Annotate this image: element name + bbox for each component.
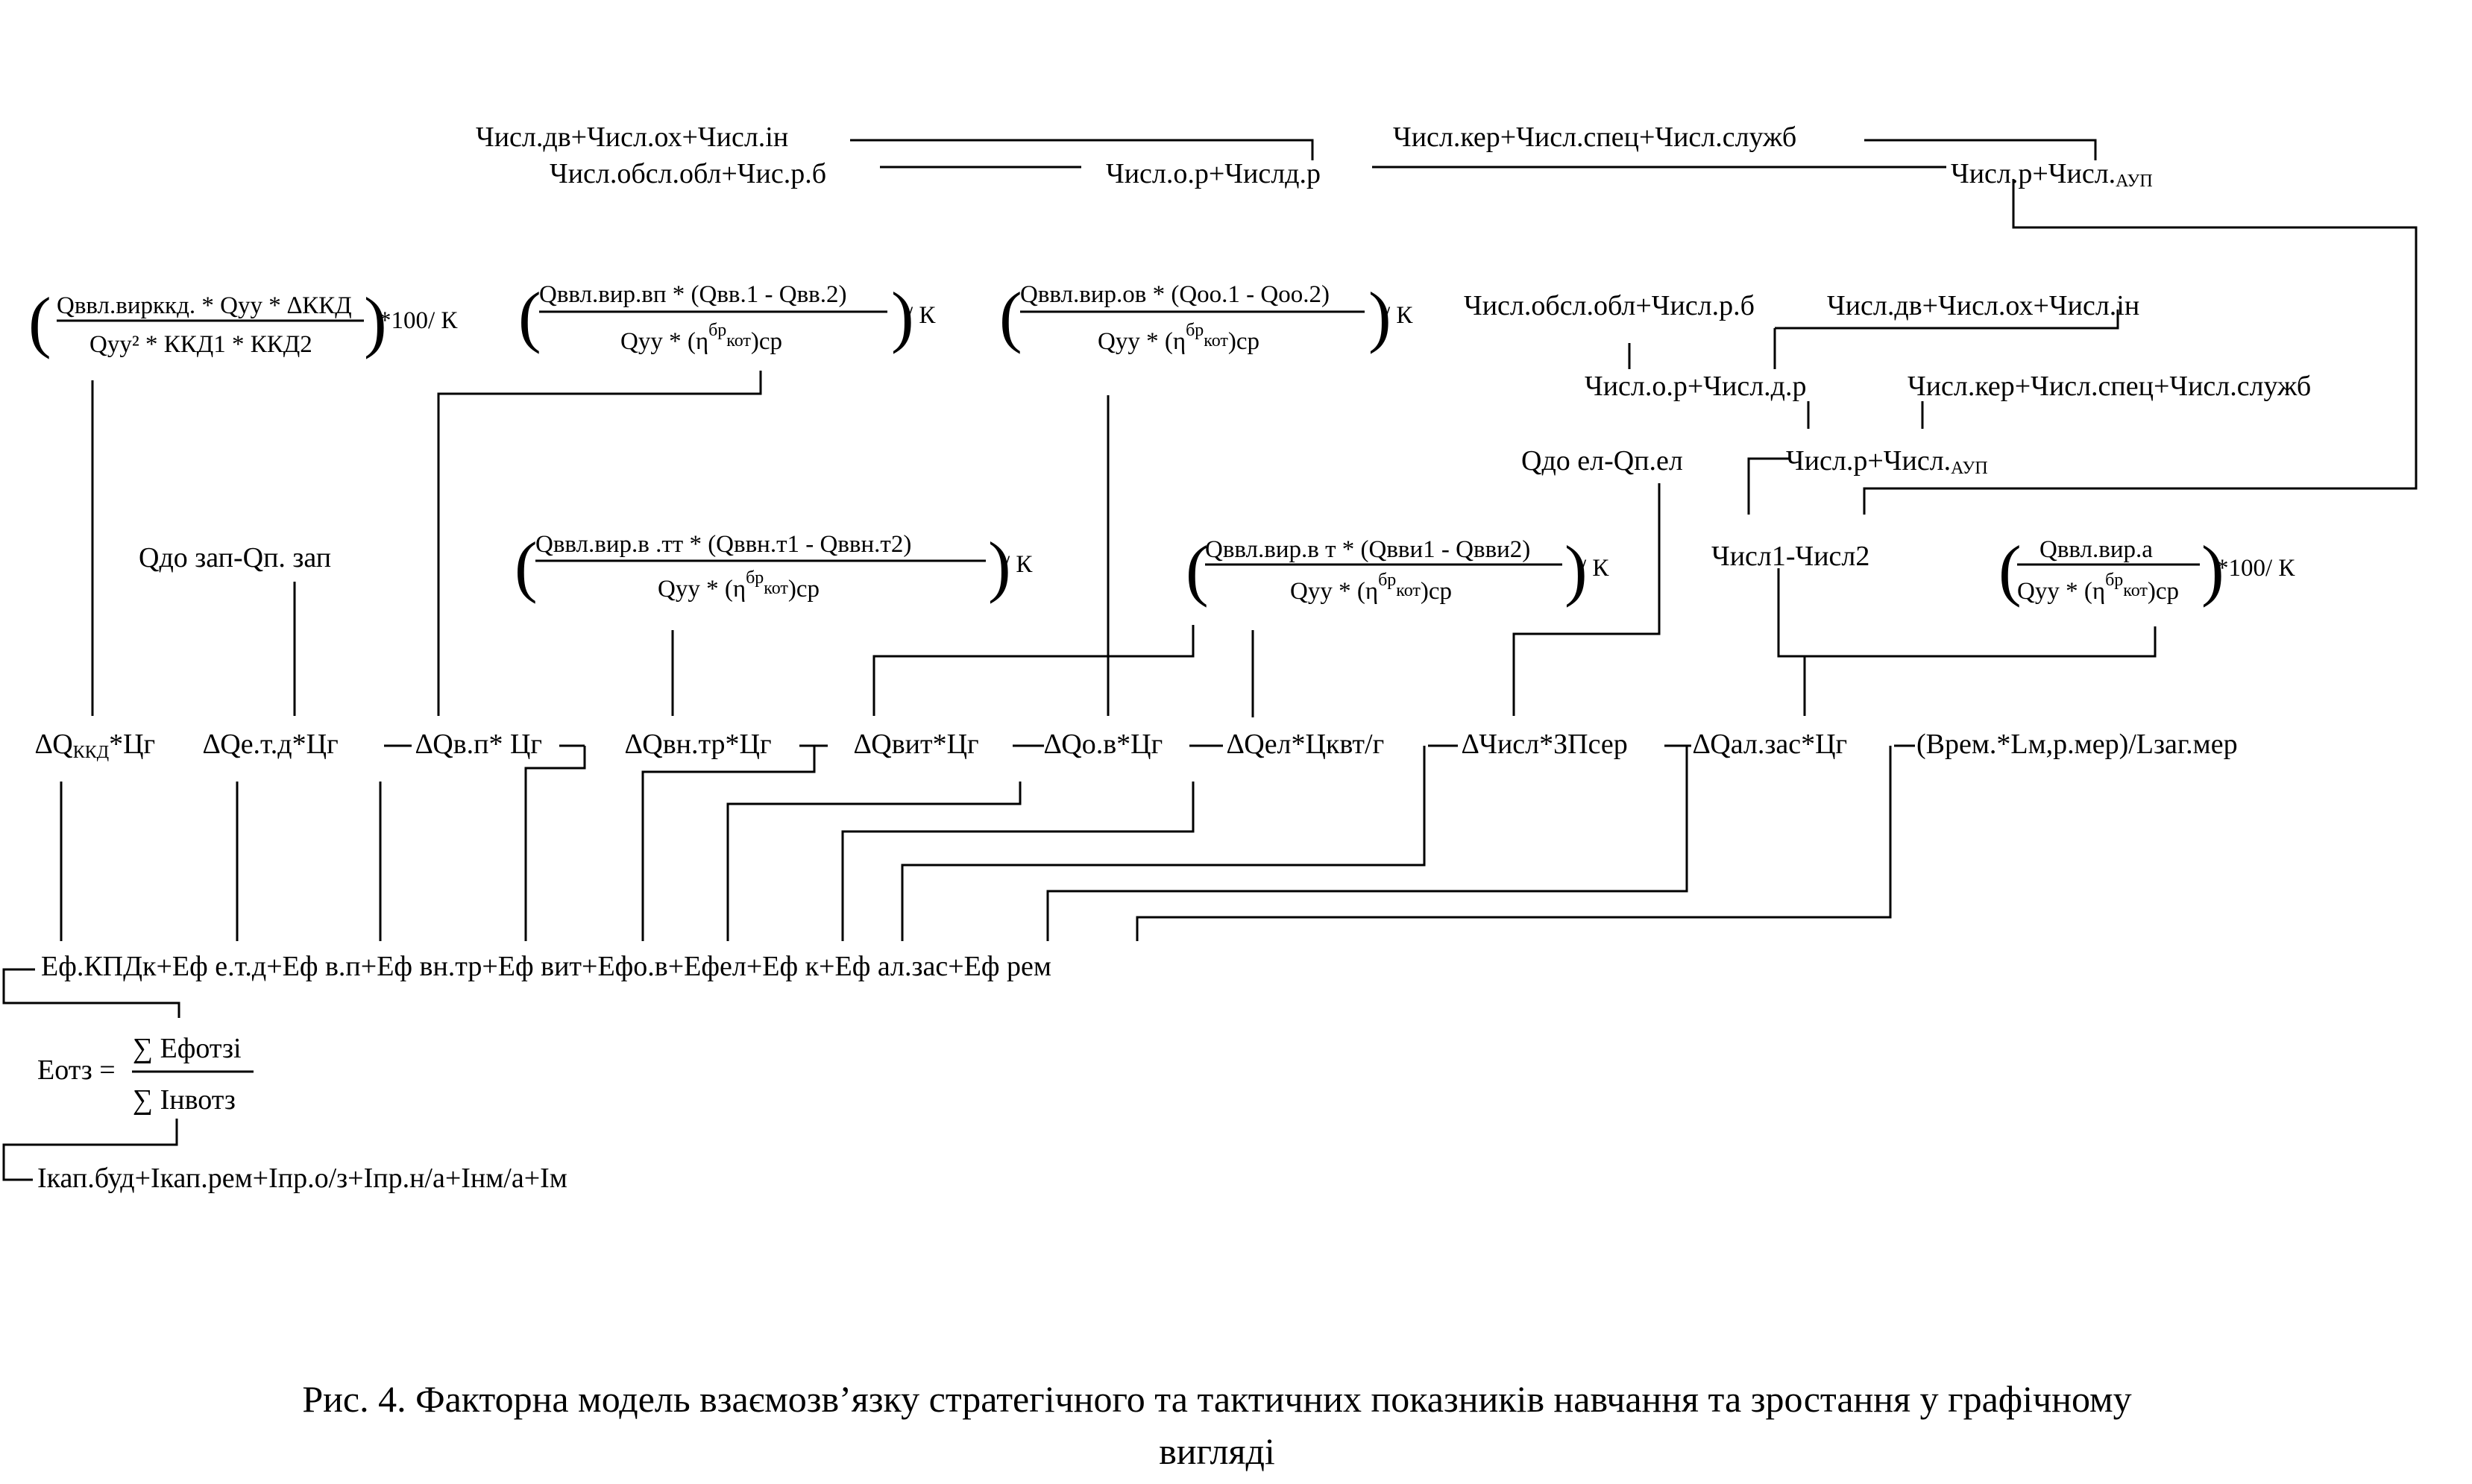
svg-text:∑ Ефотзі: ∑ Ефотзі xyxy=(133,1033,242,1064)
formula-kkd: ( Qввл.вирккд. * Qуу * ∆ККД Qуу² * ККД1 … xyxy=(28,283,458,359)
svg-text:(: ( xyxy=(28,283,51,359)
svg-text:/ К: / К xyxy=(1003,551,1033,578)
svg-text:/ К: / К xyxy=(1579,555,1609,582)
svg-text:Qввл.вир.вп * (Qвв.1 - Qвв.2): Qввл.вир.вп * (Qвв.1 - Qвв.2) xyxy=(539,281,846,308)
label-management-sum: Числ.кер+Числ.спец+Числ.служб xyxy=(1908,371,2311,402)
svg-text:): ) xyxy=(2201,532,2224,608)
factor-el: ∆Qел*Цквт/г xyxy=(1227,729,1384,760)
factor-alzas: ∆Qал.зас*Цг xyxy=(1693,729,1847,760)
svg-text:Qввл.вирккд. * Qуу * ∆ККД: Qввл.вирккд. * Qуу * ∆ККД xyxy=(57,292,352,319)
svg-text:/ К: / К xyxy=(906,302,936,329)
svg-text:): ) xyxy=(988,528,1011,604)
factor-rem: (Врем.*Lм,р.мер)/Lзаг.мер xyxy=(1916,729,2238,760)
investment-sum: Ікап.буд+Ікап.рем+Іпр.о/з+Іпр.н/а+Інм/а+… xyxy=(37,1163,567,1194)
svg-text:/ К: / К xyxy=(1383,302,1413,329)
svg-text:(: ( xyxy=(1186,532,1209,608)
top-sum-staff: Числ.о.р+Числд.р xyxy=(1106,158,1321,189)
svg-text:Qуу * (ηбркот)ср: Qуу * (ηбркот)ср xyxy=(1290,570,1452,605)
factor-vntr: ∆Qвн.тр*Цг xyxy=(625,729,772,760)
formula-tt: ( Qввл.вир.в .тт * (Qввн.т1 - Qввн.т2) Q… xyxy=(515,528,1033,604)
factor-vp: ∆Qв.п* Цг xyxy=(415,729,542,760)
svg-text:Qуу * (ηбркот)ср: Qуу * (ηбркот)ср xyxy=(620,321,782,355)
factor-kkd: ∆QККД*Цг xyxy=(35,729,155,762)
figure-caption-line-2: вигляді xyxy=(1159,1430,1275,1472)
svg-text:Qуу * (ηбркот)ср: Qуу * (ηбркот)ср xyxy=(1098,321,1259,355)
label-zap: Qдо зап-Qп. зап xyxy=(139,542,331,573)
factor-ov: ∆Qо.в*Цг xyxy=(1044,729,1163,760)
svg-text:Qввл.вир.а: Qввл.вир.а xyxy=(2039,536,2153,563)
label-service-sum: Числ.обсл.обл+Числ.р.б xyxy=(1464,290,1755,321)
svg-text:∑ Інвотз: ∑ Інвотз xyxy=(133,1084,236,1116)
formula-vt: ( Qввл.вир.в т * (Qвви1 - Qвви2) Qуу * (… xyxy=(1186,532,1609,608)
factor-vit: ∆Qвит*Цг xyxy=(854,729,979,760)
formula-a: ( Qввл.вир.а Qуу * (ηбркот)ср ) *100/ К xyxy=(1998,532,2295,608)
svg-text:Qуу² * ККД1 * ККД2: Qуу² * ККД1 * ККД2 xyxy=(89,331,312,358)
svg-text:Qввл.вир.в .тт * (Qввн.т1 - Qв: Qввл.вир.в .тт * (Qввн.т1 - Qввн.т2) xyxy=(535,531,911,558)
top-sum-workers: Числ.дв+Числ.ох+Числ.ін xyxy=(476,122,788,153)
svg-text:(: ( xyxy=(515,528,538,604)
top-sum-management: Числ.кер+Числ.спец+Числ.служб xyxy=(1393,122,1796,153)
connector-lines xyxy=(2,139,2418,1181)
svg-text:Qввл.вир.ов * (Qоо.1 - Qоо.2): Qввл.вир.ов * (Qоо.1 - Qоо.2) xyxy=(1020,281,1330,308)
svg-text:*100/ К: *100/ К xyxy=(2216,555,2295,582)
formula-ov: ( Qввл.вир.ов * (Qоо.1 - Qоо.2) Qуу * (η… xyxy=(999,278,1413,355)
factor-chisl: ∆Числ*ЗПсер xyxy=(1462,729,1628,760)
label-workers-sum: Числ.дв+Числ.ох+Числ.ін xyxy=(1827,290,2139,321)
svg-text:Qуу * (ηбркот)ср: Qуу * (ηбркот)ср xyxy=(2017,570,2179,605)
label-chisl-diff: Числ1-Числ2 xyxy=(1711,541,1869,572)
top-sum-total: Числ.р+Числ.АУП xyxy=(1951,158,2153,191)
top-sum-service: Числ.обсл.обл+Чис.р.б xyxy=(550,158,826,189)
effect-sum: Еф.КПДк+Еф е.т.д+Еф в.п+Еф вн.тр+Еф вит+… xyxy=(41,951,1051,982)
svg-text:): ) xyxy=(364,283,387,359)
label-total-sum: Числ.р+Числ.АУП xyxy=(1786,445,1988,478)
svg-text:Qввл.вир.в т * (Qвви1 - Qвви2): Qввл.вир.в т * (Qвви1 - Qвви2) xyxy=(1205,536,1530,563)
svg-text:Еотз =: Еотз = xyxy=(37,1054,116,1086)
svg-text:(: ( xyxy=(518,278,541,354)
svg-text:*100/ К: *100/ К xyxy=(379,307,458,334)
figure-caption-line-1: Рис. 4. Факторна модель взаємозв’язку ст… xyxy=(302,1378,2131,1420)
factor-etd: ∆Qе.т.д*Цг xyxy=(203,729,339,760)
svg-text:): ) xyxy=(891,278,914,354)
svg-text:): ) xyxy=(1368,278,1391,354)
label-el: Qдо ел-Qп.ел xyxy=(1521,445,1683,477)
svg-text:): ) xyxy=(1564,532,1588,608)
svg-text:(: ( xyxy=(1998,532,2022,608)
svg-text:(: ( xyxy=(999,278,1022,354)
formula-eotz: Еотз = ∑ Ефотзі ∑ Інвотз xyxy=(37,1033,254,1116)
svg-text:Qуу * (ηбркот)ср: Qуу * (ηбркот)ср xyxy=(658,568,820,603)
label-staff-sum: Числ.о.р+Числ.д.р xyxy=(1585,371,1807,402)
formula-vp: ( Qввл.вир.вп * (Qвв.1 - Qвв.2) Qуу * (η… xyxy=(518,278,936,355)
